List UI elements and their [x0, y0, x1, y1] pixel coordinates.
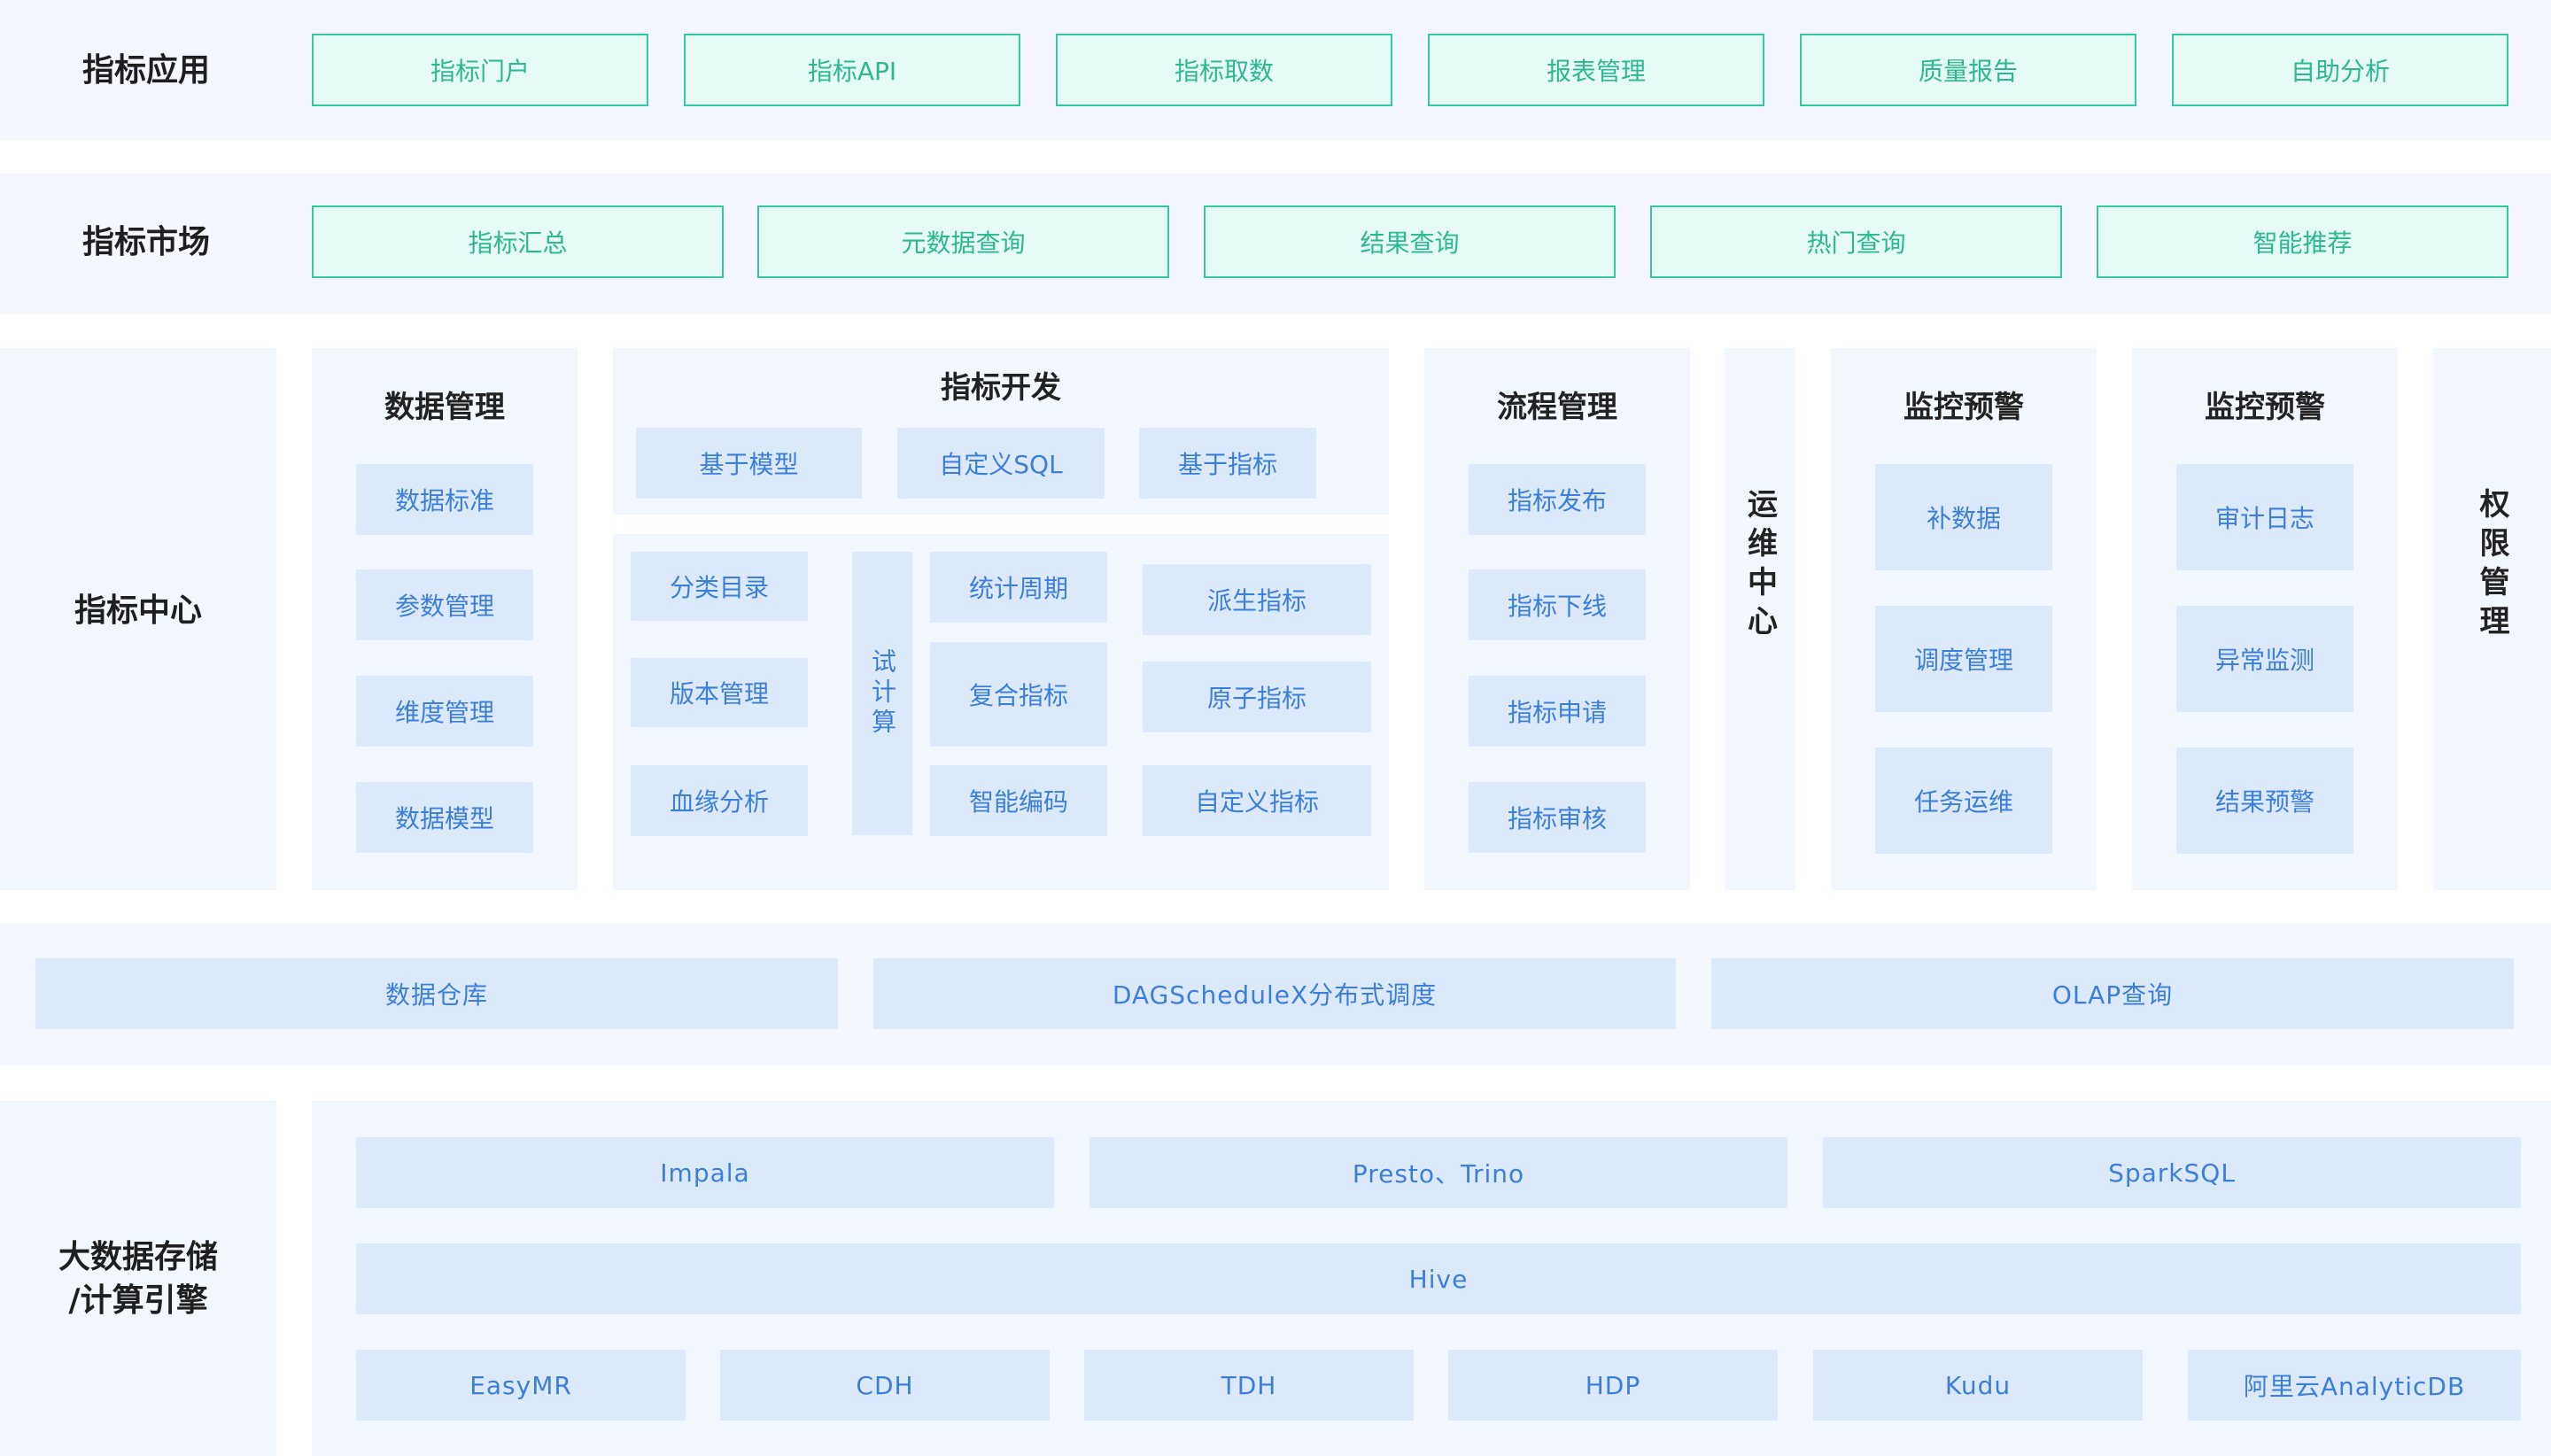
- market-layer-label: 指标市场: [81, 223, 210, 260]
- auth-title: 权限管理: [2474, 488, 2509, 644]
- auth-panel: 权限管理: [2433, 348, 2551, 890]
- ops-center-title: 运维中心: [1741, 488, 1778, 644]
- platform-item[interactable]: OLAP查询: [1711, 958, 2514, 1029]
- engine-item[interactable]: Kudu: [1813, 1350, 2143, 1421]
- dev-right-item[interactable]: 派生指标: [1143, 564, 1371, 635]
- center-layer-label: 指标中心: [74, 592, 202, 629]
- engine-item[interactable]: CDH: [720, 1350, 1050, 1421]
- process-title: 流程管理: [1497, 390, 1617, 425]
- dev-top-item[interactable]: 自定义SQL: [897, 428, 1105, 499]
- market-item[interactable]: 结果查询: [1204, 205, 1616, 278]
- engine-item[interactable]: 阿里云AnalyticDB: [2188, 1350, 2521, 1421]
- app-item[interactable]: 指标门户: [312, 34, 648, 106]
- engine-layer-label: 大数据存储 /计算引擎: [0, 1231, 276, 1328]
- monitor2-item[interactable]: 结果预警: [2176, 747, 2353, 854]
- market-item[interactable]: 元数据查询: [757, 205, 1169, 278]
- engine-item[interactable]: Impala: [356, 1137, 1054, 1208]
- monitor1-item[interactable]: 补数据: [1875, 464, 2052, 570]
- monitor1-title: 监控预警: [1904, 390, 2024, 425]
- engine-label-panel: [0, 1101, 276, 1456]
- process-item[interactable]: 指标申请: [1469, 676, 1646, 747]
- monitor2-item[interactable]: 异常监测: [2176, 606, 2353, 712]
- dev-right-item[interactable]: 自定义指标: [1143, 765, 1371, 836]
- app-item[interactable]: 指标取数: [1056, 34, 1392, 106]
- engine-item[interactable]: TDH: [1084, 1350, 1414, 1421]
- app-layer-label: 指标应用: [81, 51, 210, 89]
- data-mgmt-item[interactable]: 参数管理: [356, 569, 533, 640]
- dev-mid-item[interactable]: 智能编码: [930, 765, 1107, 836]
- app-item[interactable]: 质量报告: [1800, 34, 2136, 106]
- dev-top-item[interactable]: 基于模型: [636, 428, 862, 499]
- platform-item[interactable]: 数据仓库: [35, 958, 838, 1029]
- dev-left-item[interactable]: 版本管理: [631, 658, 808, 727]
- engine-item[interactable]: Presto、Trino: [1089, 1137, 1787, 1208]
- process-item[interactable]: 指标发布: [1469, 464, 1646, 535]
- dev-mid-item[interactable]: 统计周期: [930, 552, 1107, 623]
- monitor1-item[interactable]: 任务运维: [1875, 747, 2052, 854]
- monitor2-title: 监控预警: [2205, 390, 2325, 425]
- app-item[interactable]: 指标API: [684, 34, 1020, 106]
- engine-item[interactable]: Hive: [356, 1243, 2521, 1314]
- ops-center-panel: 运维中心: [1725, 348, 1795, 890]
- data-mgmt-item[interactable]: 数据标准: [356, 464, 533, 535]
- trial-calc-label: 试计算: [868, 648, 897, 739]
- dev-left-item[interactable]: 分类目录: [631, 552, 808, 621]
- engine-item[interactable]: EasyMR: [356, 1350, 686, 1421]
- dev-title: 指标开发: [941, 370, 1061, 406]
- dev-top-item[interactable]: 基于指标: [1139, 428, 1316, 499]
- dev-mid-item[interactable]: 复合指标: [930, 642, 1107, 747]
- engine-item[interactable]: SparkSQL: [1823, 1137, 2521, 1208]
- dev-right-item[interactable]: 原子指标: [1143, 662, 1371, 732]
- data-mgmt-title: 数据管理: [384, 390, 505, 425]
- platform-item[interactable]: DAGScheduleX分布式调度: [873, 958, 1676, 1029]
- market-item[interactable]: 指标汇总: [312, 205, 724, 278]
- engine-label-line2: /计算引擎: [68, 1282, 208, 1319]
- app-item[interactable]: 自助分析: [2172, 34, 2508, 106]
- process-item[interactable]: 指标下线: [1469, 569, 1646, 640]
- dev-left-item[interactable]: 血缘分析: [631, 765, 808, 836]
- trial-calc-button[interactable]: 试计算: [852, 552, 912, 835]
- monitor2-item[interactable]: 审计日志: [2176, 464, 2353, 570]
- market-item[interactable]: 智能推荐: [2097, 205, 2508, 278]
- app-item[interactable]: 报表管理: [1428, 34, 1764, 106]
- engine-label-line1: 大数据存储: [58, 1239, 218, 1276]
- monitor1-item[interactable]: 调度管理: [1875, 606, 2052, 712]
- data-mgmt-item[interactable]: 维度管理: [356, 676, 533, 747]
- center-layer-label-panel: [0, 348, 276, 890]
- process-item[interactable]: 指标审核: [1469, 782, 1646, 853]
- market-item[interactable]: 热门查询: [1650, 205, 2062, 278]
- engine-item[interactable]: HDP: [1448, 1350, 1778, 1421]
- data-mgmt-item[interactable]: 数据模型: [356, 782, 533, 853]
